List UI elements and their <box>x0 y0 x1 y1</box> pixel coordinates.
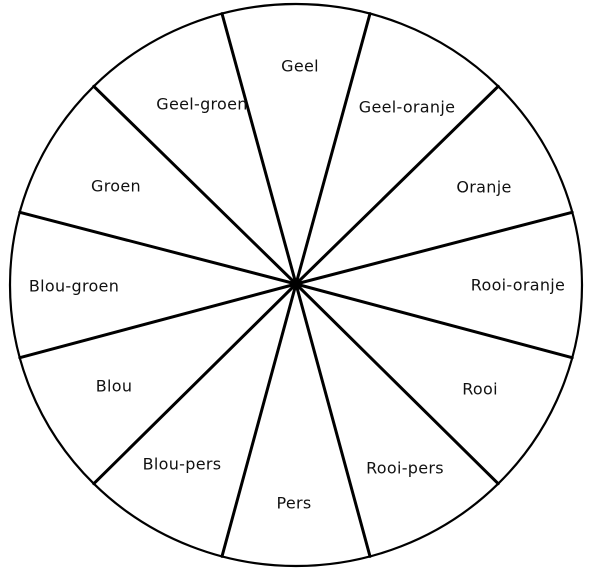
segment-label-blou-groen: Blou-groen <box>28 276 120 296</box>
spoke-line-15deg <box>294 210 574 286</box>
segment-label-rooi-pers: Rooi-pers <box>366 458 444 478</box>
spoke-line-315deg <box>294 282 500 486</box>
segment-label-geel-oranje: Geel-oranje <box>358 97 456 117</box>
segment-label-blou: Blou <box>95 376 133 396</box>
spoke-line-345deg <box>294 282 574 360</box>
segment-label-rooi: Rooi <box>462 379 498 399</box>
segment-label-rooi-oranje: Rooi-oranje <box>470 275 566 295</box>
spoke-line-45deg <box>294 84 500 286</box>
segment-label-oranje: Oranje <box>456 177 512 197</box>
segment-label-pers: Pers <box>276 493 312 513</box>
spoke-line-225deg <box>92 282 298 486</box>
spoke-line-135deg <box>92 84 298 286</box>
segment-label-groen: Groen <box>91 176 141 196</box>
wheel-outline <box>8 2 584 568</box>
spoke-line-75deg <box>294 12 372 286</box>
spoke-line-195deg <box>18 282 298 360</box>
segment-label-blou-pers: Blou-pers <box>142 454 222 474</box>
wheel-spokes <box>18 12 574 558</box>
spoke-line-105deg <box>220 12 298 286</box>
segment-label-geel: Geel <box>281 56 319 76</box>
spoke-line-285deg <box>294 282 372 558</box>
segment-label-geel-groen: Geel-groen <box>156 94 248 114</box>
spoke-line-255deg <box>220 282 298 558</box>
spoke-line-165deg <box>18 210 298 286</box>
